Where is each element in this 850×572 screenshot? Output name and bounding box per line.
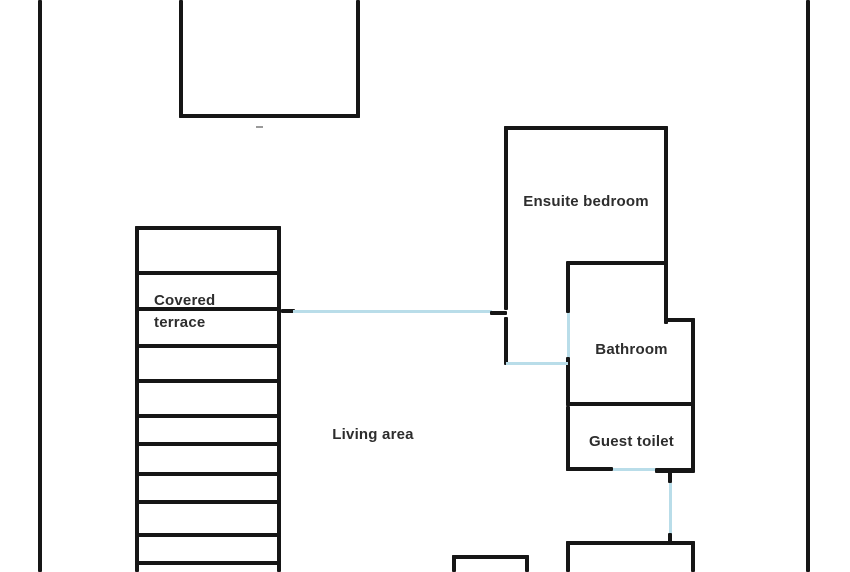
bathroom-step-wall: [664, 318, 695, 322]
living-area-label: Living area: [332, 426, 414, 443]
guest-toilet-wall-bottom-left: [566, 467, 613, 471]
pool-wall-bottom: [179, 114, 360, 118]
bathroom-wall-bottom: [566, 402, 695, 406]
bottom-room-wall-right: [691, 541, 695, 572]
ensuite-bedroom-label: Ensuite bedroom: [523, 193, 649, 210]
corridor-door-jamb-top: [668, 471, 672, 483]
pool-label: Pool: [179, 0, 360, 3]
ensuite-wall-left-lower: [504, 317, 508, 365]
terrace-door-jamb: [281, 309, 295, 313]
bathroom-guest-toilet-wall-right: [691, 318, 695, 471]
covered-terrace-label-line1: Covered: [154, 292, 216, 309]
bathroom-door-opening: [567, 313, 570, 357]
bathroom-wall-left-upper: [566, 261, 570, 313]
terrace-opening-line: [293, 310, 492, 313]
bathroom-label: Bathroom: [595, 341, 668, 358]
bottom-room-wall-top: [566, 541, 695, 545]
terrace-rung: [135, 344, 281, 348]
terrace-rung: [135, 271, 281, 275]
pool-smudge-artifact: [256, 126, 263, 128]
terrace-rung: [135, 533, 281, 537]
corridor-opening-line: [669, 483, 672, 535]
terrace-rung: [135, 307, 281, 311]
terrace-rung: [135, 226, 281, 230]
pool-wall-left: [179, 0, 183, 118]
bottom-structure-wall-left: [452, 555, 456, 572]
guest-toilet-label: Guest toilet: [589, 433, 674, 450]
terrace-rung: [135, 500, 281, 504]
ensuite-wall-top: [504, 126, 668, 130]
outer-boundary-left-wall: [38, 0, 42, 572]
terrace-rung: [135, 472, 281, 476]
terrace-wall-left: [135, 226, 139, 572]
bathroom-wall-left-lower: [566, 357, 570, 406]
covered-terrace-label-line2: terrace: [154, 314, 206, 331]
bedroom-door-jamb: [490, 311, 507, 315]
ensuite-wall-right: [664, 126, 668, 324]
hallway-opening-line: [506, 362, 568, 365]
guest-toilet-wall-bottom-right: [655, 468, 695, 473]
bottom-structure-wall-top: [452, 555, 529, 559]
guest-toilet-door-opening: [613, 468, 655, 471]
terrace-wall-right: [277, 226, 281, 572]
terrace-rung: [135, 414, 281, 418]
bottom-room-wall-left: [566, 541, 570, 572]
outer-boundary-right-wall: [806, 0, 810, 572]
pool-wall-right: [356, 0, 360, 118]
ensuite-wall-left-upper: [504, 126, 508, 310]
guest-toilet-wall-left: [566, 406, 570, 471]
terrace-rung: [135, 561, 281, 565]
terrace-rung: [135, 379, 281, 383]
corridor-door-jamb-bottom: [668, 533, 672, 543]
terrace-rung: [135, 442, 281, 446]
bottom-structure-wall-right: [525, 555, 529, 572]
bathroom-wall-top: [568, 261, 666, 265]
